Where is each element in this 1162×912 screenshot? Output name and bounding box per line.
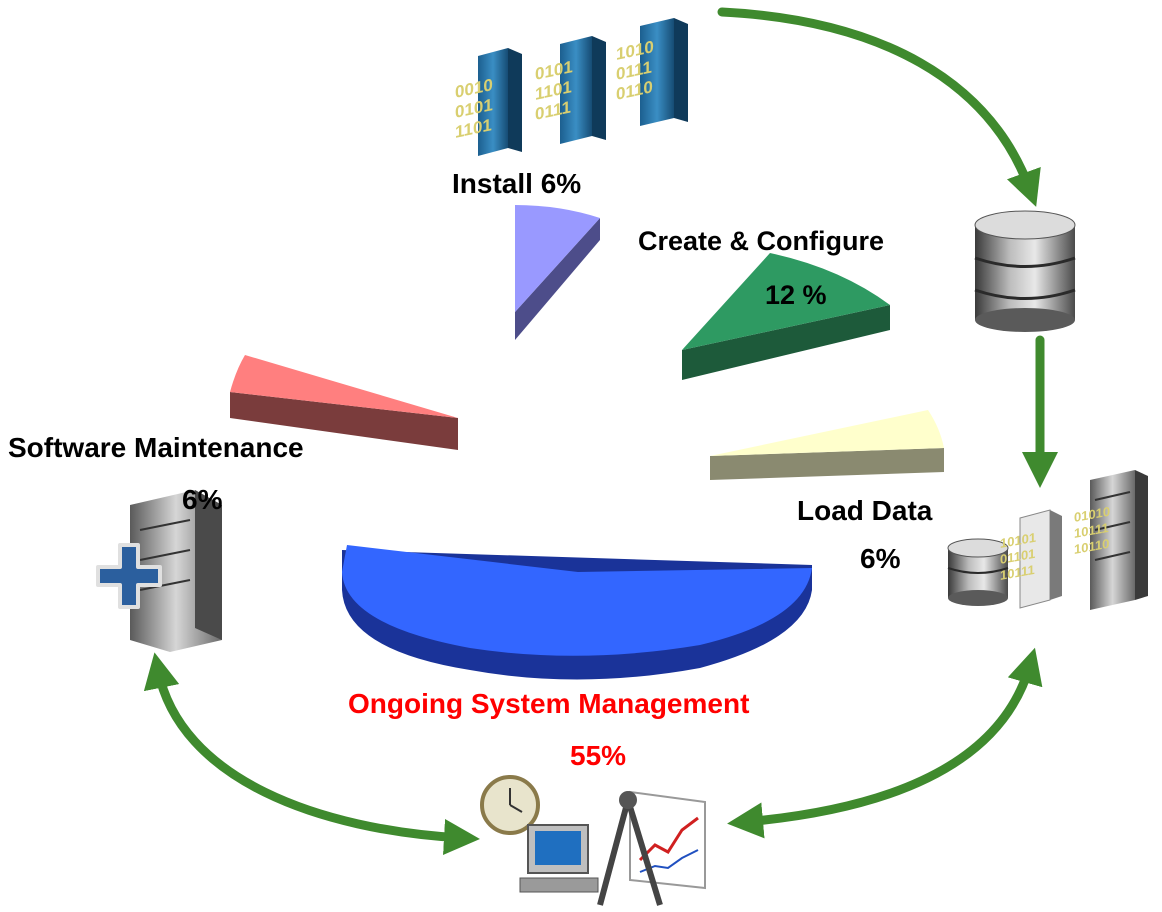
binary-text-rack1: 0010 0101 1101 [455, 73, 498, 142]
pie-slice-create-configure [682, 253, 890, 380]
arrow-install-to-create [717, 7, 1041, 207]
binary-line: 01010 [1074, 504, 1110, 525]
binary-server-racks-icon: 0010 0101 1101 0101 1101 0111 1010 0111 … [455, 18, 688, 156]
binary-line: 10110 [1074, 536, 1109, 557]
arrow-load-to-ongoing [727, 647, 1043, 839]
ongoing-label: Ongoing System Management [348, 688, 750, 719]
load-data-percent: 6% [860, 543, 901, 574]
software-maintenance-label: Software Maintenance [8, 432, 304, 463]
binary-text-loaddata2: 01010 10111 10110 [1074, 503, 1114, 557]
slice-top [515, 205, 600, 312]
arrow-ongoing-to-maintenance [143, 652, 480, 855]
ongoing-percent: 55% [570, 740, 627, 771]
slice-side [515, 218, 600, 340]
slice-top [710, 410, 944, 456]
software-maintenance-percent: 6% [182, 484, 223, 515]
clock-computer-compass-chart-icon [480, 775, 706, 906]
slice-top [682, 253, 890, 350]
slice-top [230, 355, 458, 418]
database-cylinder-icon [974, 210, 1076, 332]
binary-text-rack3: 1010 0111 0110 [616, 35, 659, 104]
binary-line: 10111 [1000, 562, 1035, 583]
binary-text-loaddata1: 10101 01101 10111 [1000, 529, 1040, 583]
slice-side [682, 305, 890, 380]
slice-top [342, 545, 812, 656]
create-configure-percent: 12 % [765, 280, 827, 310]
pie-slice-load-data [710, 410, 944, 480]
create-configure-label: Create & Configure [638, 226, 885, 256]
binary-line: 10101 [1000, 530, 1036, 551]
pie-slice-ongoing [342, 545, 812, 680]
database-and-servers-icon: 10101 01101 10111 01010 10111 10110 [947, 470, 1148, 610]
slice-side [230, 392, 458, 450]
binary-line: 10111 [1074, 520, 1109, 541]
install-label: Install 6% [452, 168, 582, 199]
flow-arrows [143, 7, 1058, 855]
pie-chart [230, 205, 944, 680]
server-with-plus-icon [96, 490, 222, 652]
load-data-label: Load Data [797, 495, 933, 526]
binary-line: 01101 [1000, 546, 1035, 567]
slice-side [710, 448, 944, 480]
pie-slice-install [515, 205, 600, 340]
pie-slice-software-maintenance [230, 355, 458, 450]
